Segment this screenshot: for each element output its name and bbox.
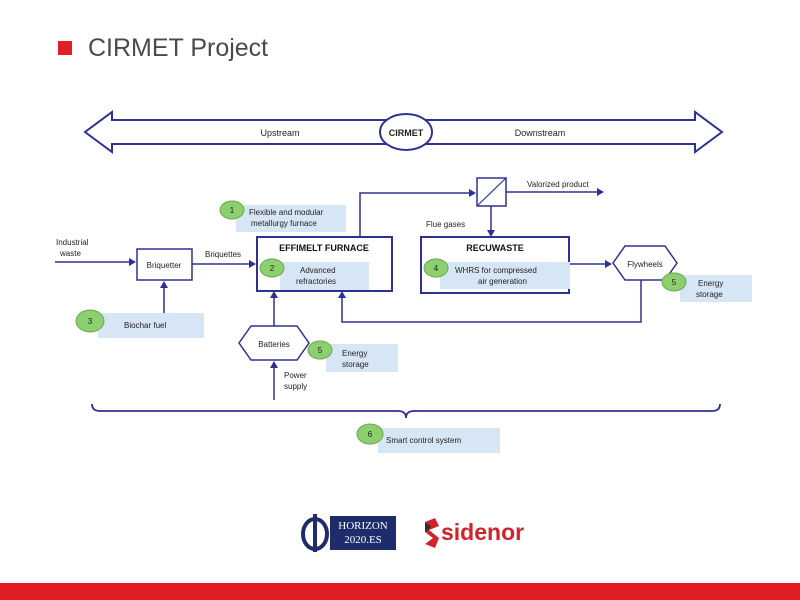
- flywheels-return-arrowhead: [338, 291, 346, 298]
- batteries-label: Batteries: [258, 340, 290, 349]
- effimelt-label: EFFIMELT FURNACE: [279, 243, 369, 253]
- sidenor-wordmark: sidenor: [441, 519, 525, 545]
- badge-3-label: Biochar fuel: [124, 321, 166, 330]
- power-supply-label: Power supply: [284, 371, 309, 391]
- badge-3-number: 3: [88, 317, 93, 326]
- title-marker: [58, 41, 72, 55]
- industrial-waste-label: Industrial waste: [56, 238, 91, 258]
- badge-2-number: 2: [270, 264, 275, 273]
- recuwaste-to-flywheels-arrowhead: [605, 260, 612, 268]
- badge-4-number: 4: [434, 264, 439, 273]
- badge-2-label-bg: [280, 262, 369, 290]
- badge-4-label-bg: [440, 262, 570, 289]
- sidenor-s-icon: [425, 518, 439, 548]
- flue-gases-label: Flue gases: [426, 220, 465, 229]
- furnace-to-valorizer-line: [359, 192, 470, 237]
- horizon-2020-logo: HORIZON 2020.ES: [298, 512, 398, 554]
- batteries-to-furnace-arrowhead: [270, 291, 278, 298]
- flywheels-label: Flywheels: [627, 260, 663, 269]
- badge-6-label-bg: [378, 428, 500, 453]
- badge-5a-label-bg: [680, 275, 752, 302]
- briquettes-label: Briquettes: [205, 250, 241, 259]
- badge-3-label-bg: [98, 313, 204, 338]
- badge-5a-circle: [661, 272, 687, 292]
- valorizer-diagonal: [476, 177, 507, 207]
- furnace-to-valorizer-arrowhead: [469, 189, 476, 197]
- waste-arrowhead: [129, 258, 136, 266]
- badge-5a-number: 5: [672, 278, 677, 287]
- briquetter-label: Briquetter: [147, 261, 182, 270]
- badge-4-label: WHRS for compressed air generation: [455, 266, 539, 286]
- badge-1-label: Flexible and modular metallurgy furnace: [249, 208, 326, 228]
- badge-5a-label: Energy storage: [696, 279, 726, 299]
- badge-1-number: 1: [230, 206, 235, 215]
- badge-6-circle: [356, 423, 384, 445]
- flywheels-return-line: [341, 280, 642, 323]
- recuwaste-label: RECUWASTE: [466, 243, 524, 253]
- badge-1-circle: [219, 200, 245, 220]
- upstream-label: Upstream: [260, 128, 299, 138]
- badge-2-label: Advanced refractories: [296, 266, 338, 286]
- cirmet-ellipse: [379, 113, 433, 151]
- valorized-product-label: Valorized product: [527, 180, 589, 189]
- badge-3-circle: [75, 309, 105, 333]
- cirmet-label: CIRMET: [389, 128, 424, 138]
- horizon-phi-icon: [301, 514, 329, 552]
- sidenor-logo: sidenor: [423, 517, 533, 551]
- badge-1-label-bg: [236, 205, 346, 232]
- page-title: CIRMET Project: [88, 34, 269, 62]
- system-bracket: [91, 403, 721, 419]
- flywheels-hexagon: [612, 245, 678, 281]
- badge-5b-circle: [307, 340, 333, 360]
- horizon-text: HORIZON 2020.ES: [330, 516, 396, 550]
- power-supply-arrowhead: [270, 361, 278, 368]
- badge-6-number: 6: [368, 430, 373, 439]
- badge-4-circle: [423, 258, 449, 278]
- valorized-arrowhead: [597, 188, 604, 196]
- downstream-label: Downstream: [515, 128, 566, 138]
- batteries-hexagon: [238, 325, 310, 361]
- flue-gas-arrowhead: [487, 230, 495, 237]
- briquettes-arrowhead: [249, 260, 256, 268]
- briquetter-box: [136, 248, 193, 281]
- badge-2-circle: [259, 258, 285, 278]
- footer-bar: [0, 583, 800, 600]
- badge-5b-label-bg: [326, 344, 398, 372]
- badge-5b-number: 5: [318, 346, 323, 355]
- biochar-arrowhead: [160, 281, 168, 288]
- badge-5b-label: Energy storage: [342, 349, 370, 369]
- badge-6-label: Smart control system: [386, 436, 461, 445]
